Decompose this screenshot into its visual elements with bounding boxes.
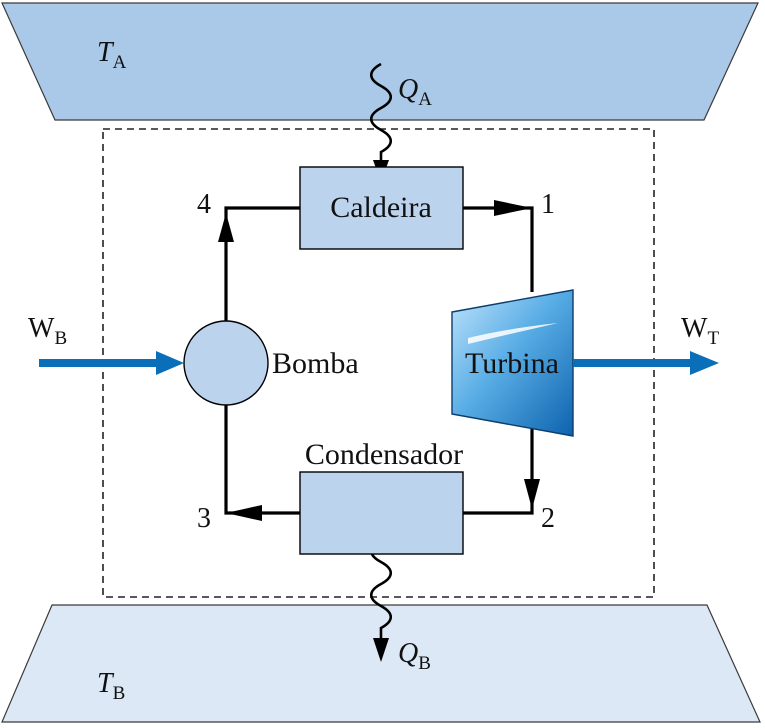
heat-in-subscript: A [418,89,432,110]
heat-out-label: QB [398,638,431,674]
state-label-1: 1 [541,189,555,220]
pump-work-subscript: B [54,328,67,349]
heat-out-wave [369,538,393,642]
cold-reservoir-subscript: B [113,683,126,704]
heat-in-wave [369,62,393,168]
flow-arrow-state-3 [226,505,262,521]
state-label-3: 3 [197,503,211,534]
hot-reservoir [1,2,759,121]
state-label-2: 2 [541,503,555,534]
turbine-label: Turbina [465,347,559,380]
pipe-pump-to-4 [224,206,300,322]
cold-reservoir-label: TB [97,668,125,704]
flow-arrow-state-1 [494,200,532,216]
condenser-box [299,471,464,555]
turbine-work-arrowhead [690,351,719,375]
boiler-box [299,166,464,250]
pump-label: Bomba [272,347,359,380]
flow-arrow-state-2 [524,479,540,509]
turbine-work-label: WT [681,313,719,349]
state-label-4: 4 [197,189,211,220]
pipe-boiler-to-1 [463,206,534,292]
heat-in-label: QA [398,74,432,110]
flow-arrow-state-4 [218,213,234,242]
pump-work-arrowhead [156,351,184,375]
heat-out-arrow [373,638,389,662]
cold-reservoir [1,604,761,723]
hot-reservoir-label: TA [97,37,127,73]
pipe-turbine-to-2 [463,425,534,515]
heat-out-subscript: B [418,653,431,674]
pump-circle [183,320,269,406]
condenser-label: Condensador [305,438,463,471]
turbine-body [451,289,574,437]
hot-reservoir-subscript: A [113,52,127,73]
turbine-work-subscript: T [707,328,719,349]
pipe-condenser-to-3 [224,404,300,515]
boiler-label: Caldeira [330,191,432,224]
pump-work-label: WB [28,313,67,349]
